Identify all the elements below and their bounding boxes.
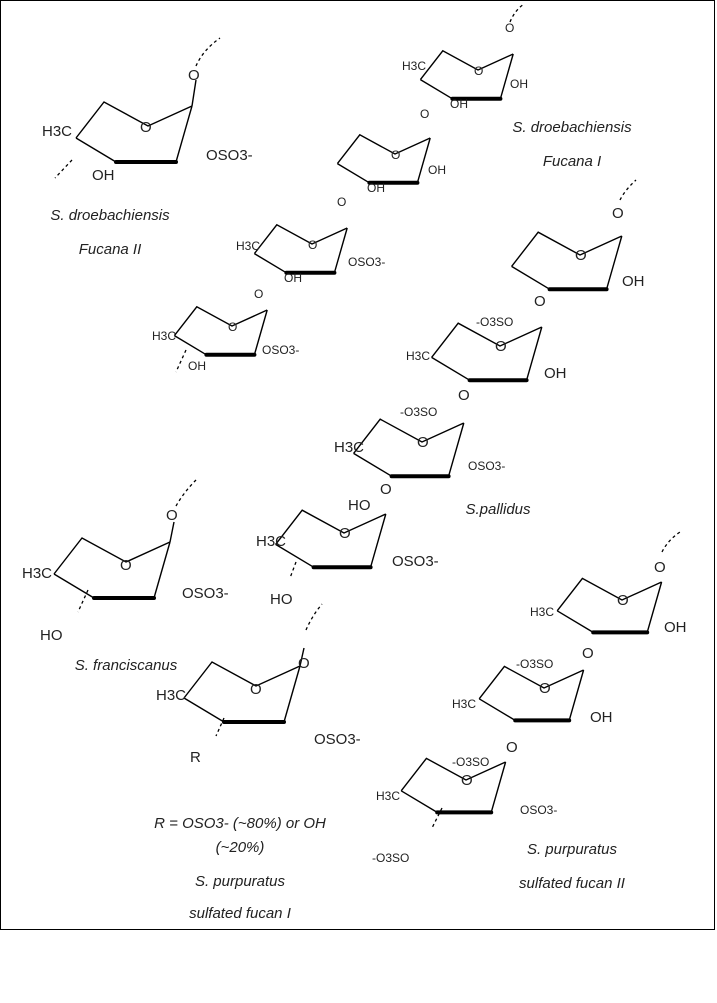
ring-oxygen: O [417,434,429,451]
glycosidic-oxygen: O [254,287,263,301]
hydroxyl-group: OH [544,365,567,382]
glycosidic-oxygen: O [582,645,594,662]
hydroxyl-group: OH [428,163,446,177]
methyl-group: H3C [530,605,554,619]
hydroxyl-group: OH [590,709,613,726]
hydroxyl-group: OH [92,167,115,184]
hydroxyl-group: OH [450,97,468,111]
sulfate-group: OSO3- [520,803,557,817]
caption-purpuratus-ii-name: sulfated fucan II [519,875,625,892]
glycosidic-oxygen: O [188,67,200,84]
hydroxyl-group: OH [188,359,206,373]
hydroxyl-group: HO [348,497,371,514]
hydroxyl-group: OH [367,181,385,195]
glycosidic-oxygen: O [166,507,178,524]
ring-oxygen: O [308,238,317,252]
caption-pallidus: S.pallidus [465,501,531,518]
sulfate-group: OSO3- [314,731,361,748]
hydroxyl-group: HO [270,591,293,608]
sulfate-group: -O3SO [476,315,513,329]
methyl-group: H3C [152,329,176,343]
caption-purpuratus-i-name: sulfated fucan I [189,905,291,922]
methyl-group: H3C [406,349,430,363]
sulfate-group: -O3SO [400,405,437,419]
ring-oxygen: O [391,148,400,162]
sulfate-group: OSO3- [348,255,385,269]
methyl-group: H3C [334,439,364,456]
structure-franciscanus: O O H3C OSO3- HO [22,479,229,644]
glycosidic-oxygen: O [420,107,429,121]
caption-fucana-i-species: S. droebachiensis [512,119,632,136]
ring-oxygen: O [539,680,551,697]
r-definition-line1: R = OSO3- (~80%) or OH [154,815,326,832]
glycosidic-oxygen: O [654,559,666,576]
caption-purpuratus-ii-species: S. purpuratus [527,841,618,858]
methyl-group: H3C [236,239,260,253]
glycosidic-oxygen: O [505,21,514,35]
ring-oxygen: O [474,64,483,78]
sulfate-group: -O3SO [372,851,409,865]
ring-oxygen: O [495,338,507,355]
glycosidic-oxygen: O [458,387,470,404]
ring-oxygen: O [250,681,262,698]
glycosidic-oxygen: O [534,293,546,310]
structure-fucana-ii: O O H3C OSO3- OH [42,37,253,184]
methyl-group: H3C [452,697,476,711]
structure-purpuratus-i: O O H3C OSO3- R [156,603,361,766]
methyl-group: H3C [42,123,72,140]
ring-oxygen: O [140,119,152,136]
methyl-group: H3C [156,687,186,704]
methyl-group: H3C [402,59,426,73]
structure-fucana-i: O OH O OH O OH O O O O O H3C OH OH H3C OSO3- H3C OSO3- OH [152,3,528,373]
ring-oxygen: O [461,772,473,789]
sulfate-group: OSO3- [392,553,439,570]
methyl-group: H3C [22,565,52,582]
hydroxyl-group: OH [664,619,687,636]
methyl-group: H3C [256,533,286,550]
r-definition-line2: (~20%) [216,839,265,856]
ring-oxygen: O [575,247,587,264]
sulfate-group: OSO3- [206,147,253,164]
glycosidic-oxygen: O [337,195,346,209]
r-group: R [190,749,201,766]
glycosidic-oxygen: O [612,205,624,222]
sulfate-group: -O3SO [452,755,489,769]
glycosidic-oxygen: O [380,481,392,498]
hydroxyl-group: OH [622,273,645,290]
hydroxyl-group: OH [510,77,528,91]
caption-fucana-ii-name: Fucana II [79,241,142,258]
glycosidic-oxygen: O [506,739,518,756]
hydroxyl-group: HO [40,627,63,644]
ring-oxygen: O [617,592,629,609]
sulfate-group: -O3SO [516,657,553,671]
caption-fucana-i-name: Fucana I [543,153,601,170]
glycosidic-oxygen: O [298,655,310,672]
figure-frame [0,0,715,930]
caption-fucana-ii-species: S. droebachiensis [50,207,170,224]
caption-purpuratus-i-species: S. purpuratus [195,873,286,890]
sulfate-group: OSO3- [182,585,229,602]
sulfate-group: OSO3- [468,459,505,473]
ring-oxygen: O [120,557,132,574]
methyl-group: H3C [376,789,400,803]
hydroxyl-group: OH [284,271,302,285]
structure-purpuratus-ii: O O O O H3C OH -O3SO O H3C OH -O3SO O H3C OSO3- -O3SO [372,531,687,865]
ring-oxygen: O [339,525,351,542]
structure-pallidus: OOOOOOH-O3SOOH3COH-O3SOOH3COSO3-HOOH3COS… [256,179,645,608]
sulfate-group: OSO3- [262,343,299,357]
caption-franciscanus: S. franciscanus [75,657,178,674]
ring-oxygen: O [228,320,237,334]
